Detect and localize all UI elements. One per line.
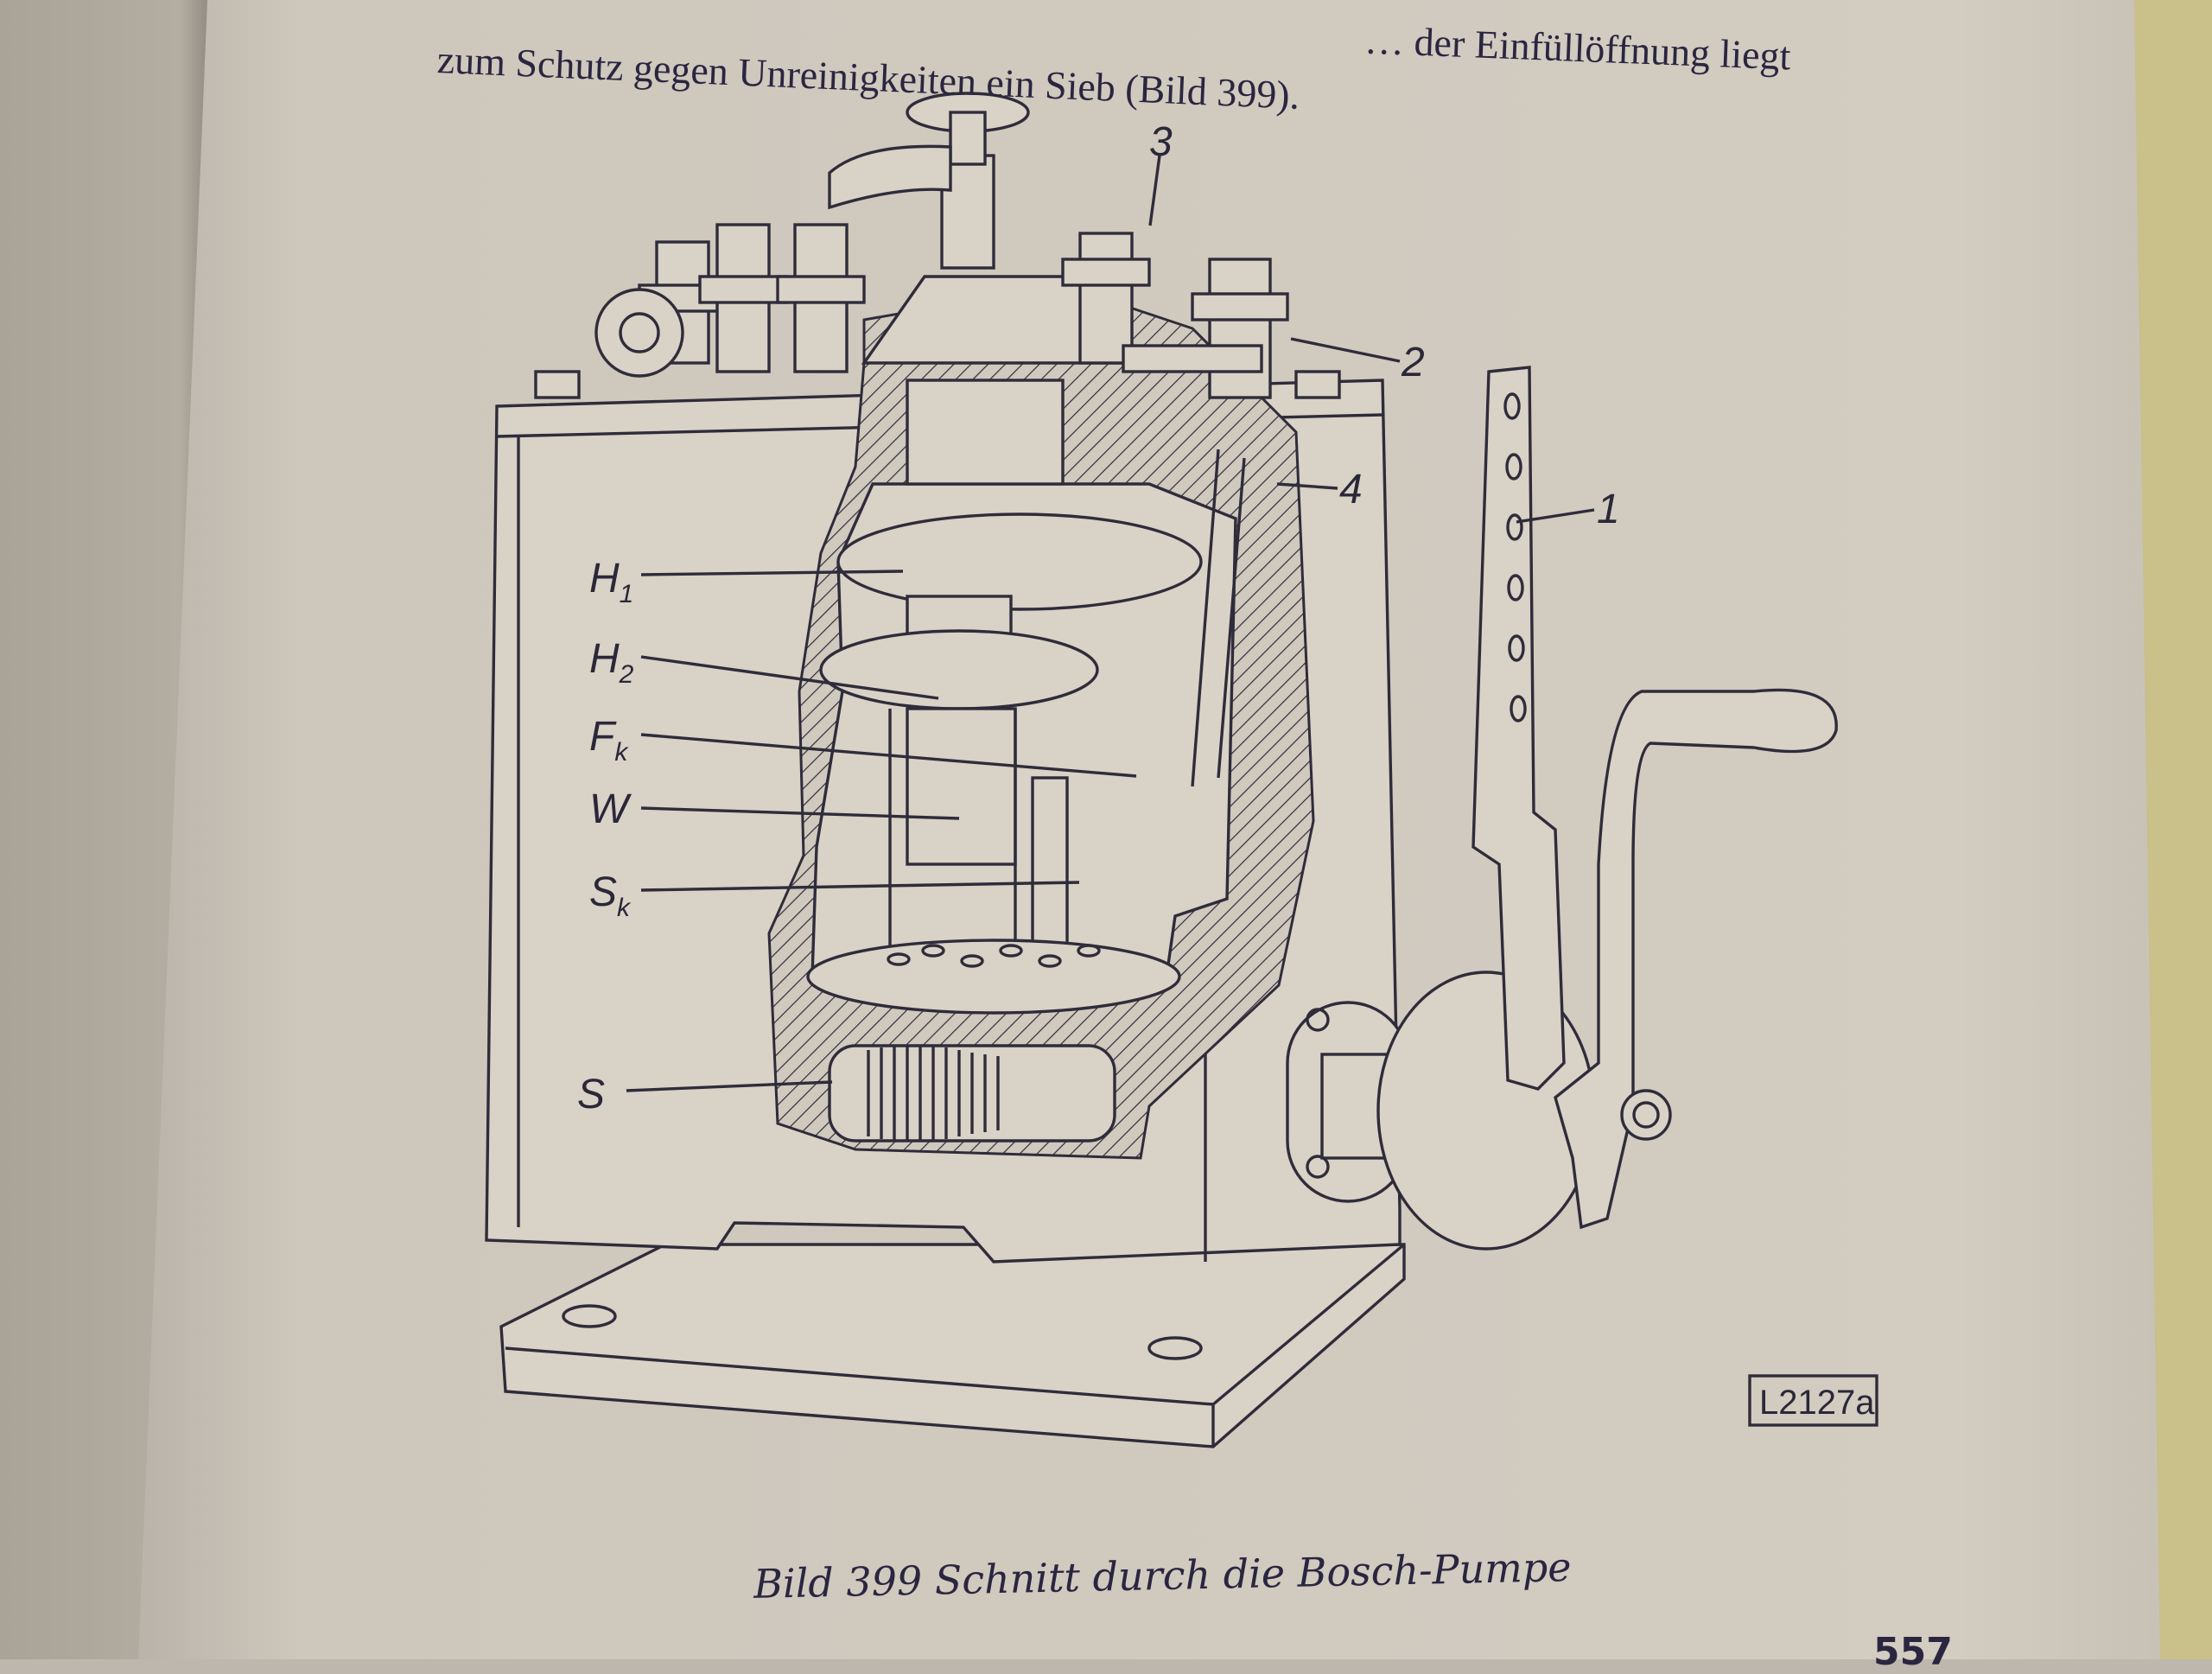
leader-lines xyxy=(626,155,1595,1092)
drawing-id-box xyxy=(1748,1374,1878,1427)
perforated-disc xyxy=(806,939,1181,1015)
label-h1: H1 xyxy=(589,556,633,608)
label-2: 2 xyxy=(1401,340,1425,385)
plate-h1 xyxy=(836,512,1203,611)
page-number: 557 xyxy=(1873,1630,1953,1674)
shaft-w xyxy=(906,707,1017,866)
plate-h2 xyxy=(819,629,1099,710)
filter-housing xyxy=(906,379,1065,486)
label-1: 1 xyxy=(1597,487,1620,532)
adjusting-lever xyxy=(1471,366,1566,1091)
label-h2: H2 xyxy=(589,636,634,689)
bosch-pump-cutaway-drawing xyxy=(485,92,1838,1448)
drawing-id: L2127a xyxy=(1759,1384,1875,1422)
label-3: 3 xyxy=(1149,119,1173,165)
label-fk: Fk xyxy=(589,714,629,767)
label-sk: Sk xyxy=(589,869,632,922)
page-edge xyxy=(2134,0,2212,1659)
label-w: W xyxy=(589,786,632,832)
label-s: S xyxy=(577,1072,605,1117)
label-4: 4 xyxy=(1339,467,1363,512)
crank-handle xyxy=(1554,688,1838,1230)
